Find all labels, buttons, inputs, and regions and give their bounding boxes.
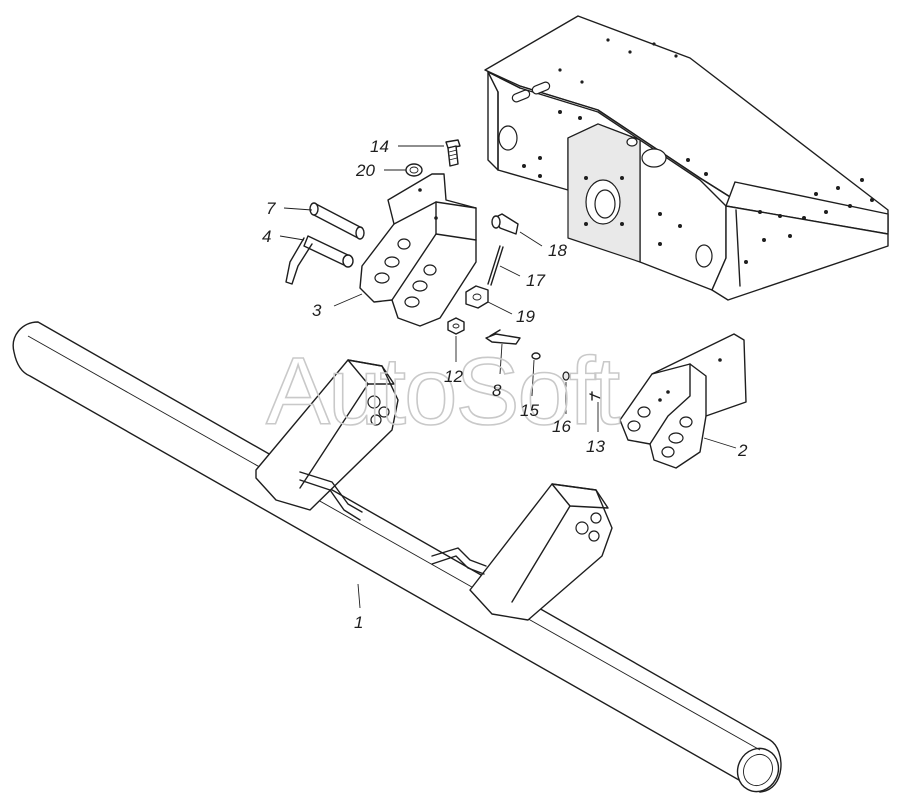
screw-13 — [589, 391, 601, 401]
callout-2: 2 — [737, 441, 748, 460]
lock-washer-16 — [562, 371, 570, 381]
spring-clip-8 — [485, 329, 521, 345]
callout-12: 12 — [444, 367, 463, 386]
callout-18: 18 — [548, 241, 567, 260]
callout-8: 8 — [492, 381, 502, 400]
callout-4: 4 — [262, 227, 271, 246]
watermark-text: AutoSoft — [266, 338, 620, 445]
bumper-bar — [12, 321, 782, 793]
callout-1: 1 — [354, 613, 363, 632]
callout-labels: 1 2 3 4 7 8 12 13 14 15 16 17 18 19 20 — [262, 137, 748, 632]
callout-13: 13 — [586, 437, 605, 456]
callout-7: 7 — [266, 199, 276, 218]
nut-20 — [405, 163, 423, 177]
callout-3: 3 — [312, 301, 322, 320]
nut-12 — [447, 317, 465, 335]
callout-20: 20 — [355, 161, 375, 180]
bolt-14 — [445, 139, 461, 167]
right-mounting-bracket — [619, 333, 747, 469]
callout-14: 14 — [370, 137, 389, 156]
pin-with-handle-4 — [285, 235, 354, 285]
frame-crossmember — [484, 15, 889, 301]
pin-7 — [309, 202, 365, 240]
leader-lines — [279, 145, 737, 609]
callout-15: 15 — [520, 401, 539, 420]
left-mounting-bracket — [359, 173, 477, 327]
callout-17: 17 — [526, 271, 545, 290]
rivet-holes — [522, 38, 874, 264]
castle-nut-19 — [465, 285, 489, 309]
cotter-pin-17 — [487, 245, 504, 286]
callout-19: 19 — [516, 307, 535, 326]
callout-16: 16 — [552, 417, 571, 436]
bolt-18 — [491, 213, 519, 235]
washer-15 — [531, 352, 541, 360]
